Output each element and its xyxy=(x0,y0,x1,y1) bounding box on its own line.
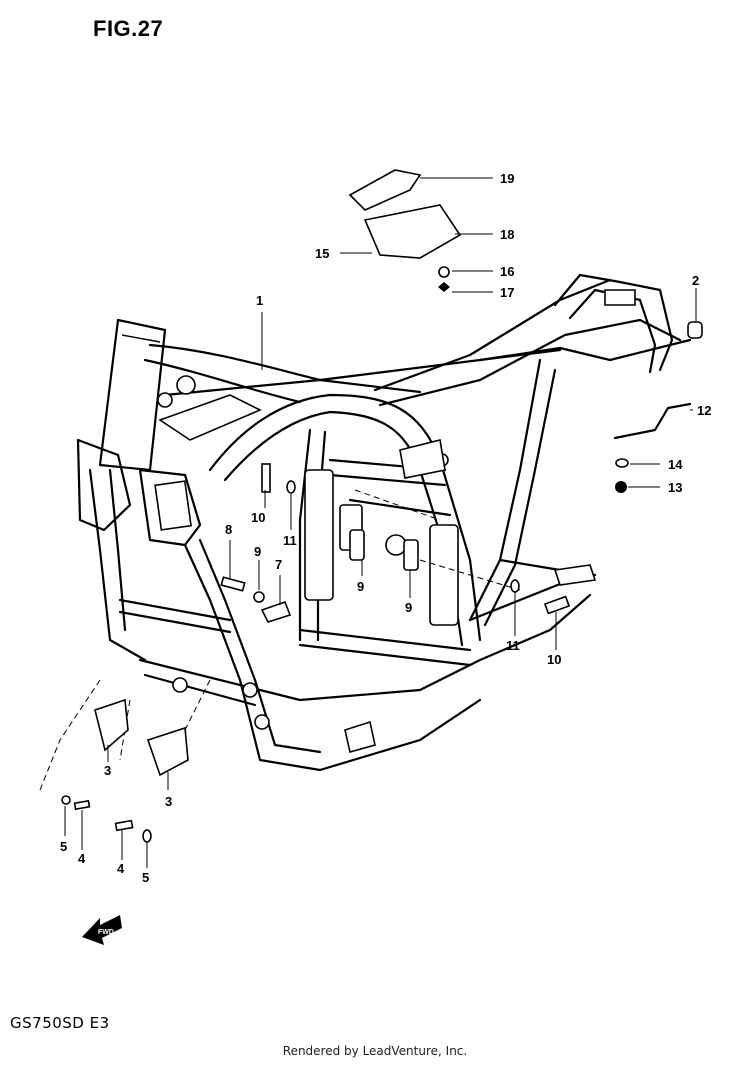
callout-17: 17 xyxy=(500,285,514,300)
fwd-arrow-icon: FWD xyxy=(82,915,122,945)
footer-credit: Rendered by LeadVenture, Inc. xyxy=(282,1044,468,1058)
callout-12: 12 xyxy=(697,403,711,418)
callout-1: 1 xyxy=(256,293,263,308)
seat-latch-assembly xyxy=(348,169,462,292)
leader-lines xyxy=(64,177,697,868)
callout-11-left: 11 xyxy=(283,533,297,548)
model-code: GS750SD E3 xyxy=(10,1014,110,1032)
fwd-label: FWD xyxy=(98,929,114,936)
callout-10-right: 10 xyxy=(547,652,561,667)
callout-9-left: 9 xyxy=(357,579,364,594)
callout-4-right: 4 xyxy=(117,861,125,876)
callout-13: 13 xyxy=(668,480,682,495)
callout-16: 16 xyxy=(500,264,514,279)
frame-assembly xyxy=(39,273,692,791)
callout-10-left: 10 xyxy=(251,510,265,525)
callout-7: 8 xyxy=(225,522,232,537)
callout-2: 2 xyxy=(692,273,699,288)
callout-4-left: 4 xyxy=(78,851,86,866)
callouts: 19 18 15 16 17 2 1 12 14 13 10 11 8 9 7 … xyxy=(60,171,711,885)
callout-19: 18 xyxy=(500,227,514,242)
callout-8: 9 xyxy=(254,544,261,559)
callout-9-right: 9 xyxy=(405,600,412,615)
callout-14: 14 xyxy=(668,457,683,472)
callout-3-left: 3 xyxy=(104,763,111,778)
callout-6: 7 xyxy=(275,557,282,572)
callout-11-right: 11 xyxy=(506,638,520,653)
figure-title: FIG.27 xyxy=(93,16,164,41)
hardware xyxy=(61,321,703,843)
callout-18: 19 xyxy=(500,171,514,186)
callout-3-right: 3 xyxy=(165,794,172,809)
callout-5-right: 5 xyxy=(142,870,149,885)
callout-5-left: 5 xyxy=(60,839,67,854)
callout-15: 15 xyxy=(315,246,329,261)
